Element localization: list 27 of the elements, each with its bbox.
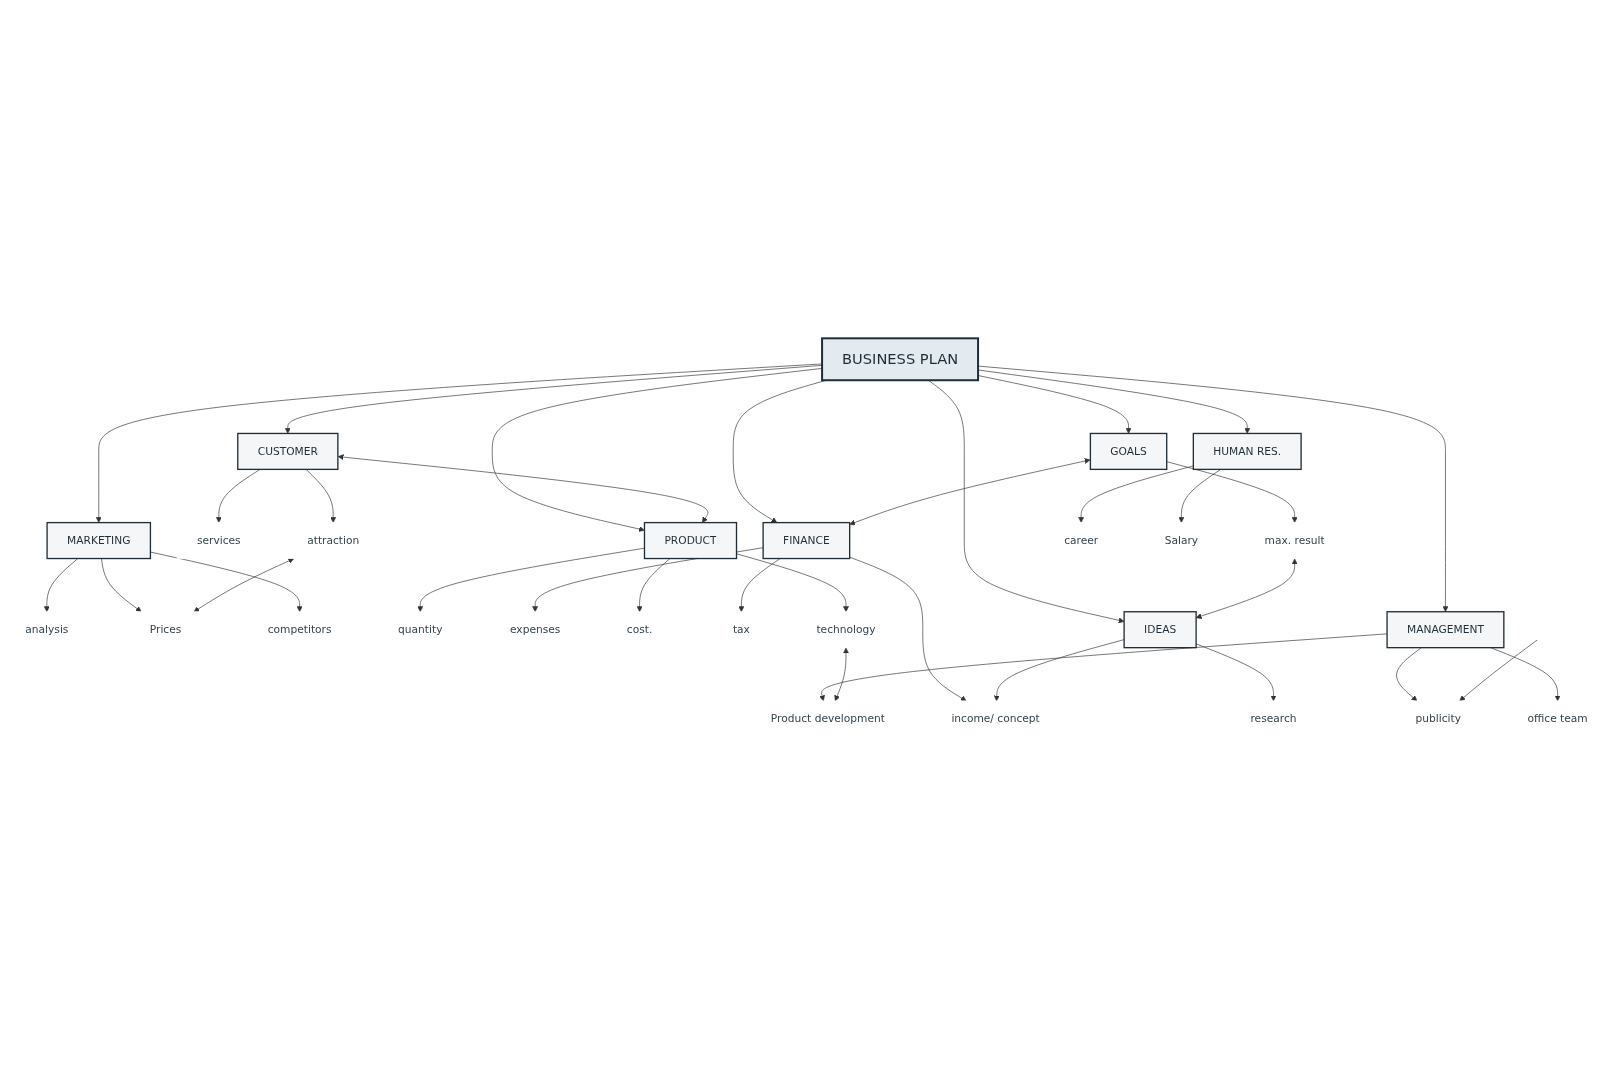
node-text: Prices	[149, 622, 182, 636]
node-text: expenses	[509, 622, 561, 636]
node-text: tax	[732, 622, 750, 636]
node-box: MARKETING	[46, 521, 152, 560]
node-text: Product development	[770, 712, 885, 725]
node-text: income/ concept	[951, 712, 1040, 725]
node-text: career	[1064, 533, 1099, 547]
node-text: attraction	[307, 533, 360, 547]
node-box: MANAGEMENT	[1386, 611, 1505, 649]
node-text: competitors	[267, 622, 332, 636]
node-text: office team	[1527, 712, 1588, 725]
node-box: CUSTOMER	[237, 432, 339, 470]
node-box: GOALS	[1089, 432, 1168, 470]
node-text: services	[196, 533, 241, 547]
node-text: publicity	[1415, 712, 1461, 725]
node-text: technology	[816, 622, 876, 636]
node-box: PRODUCT	[643, 521, 738, 560]
node-box: FINANCE	[762, 521, 851, 560]
node-text: cost.	[626, 622, 653, 636]
node-box: HUMAN RES.	[1192, 432, 1302, 470]
node-box: IDEAS	[1123, 611, 1197, 649]
node-text: max. result	[1264, 533, 1325, 547]
node-text: Salary	[1164, 533, 1199, 547]
node-box: BUSINESS PLAN	[821, 337, 980, 382]
node-text: quantity	[398, 622, 443, 636]
node-text: analysis	[25, 622, 69, 636]
node-text: research	[1250, 712, 1297, 725]
